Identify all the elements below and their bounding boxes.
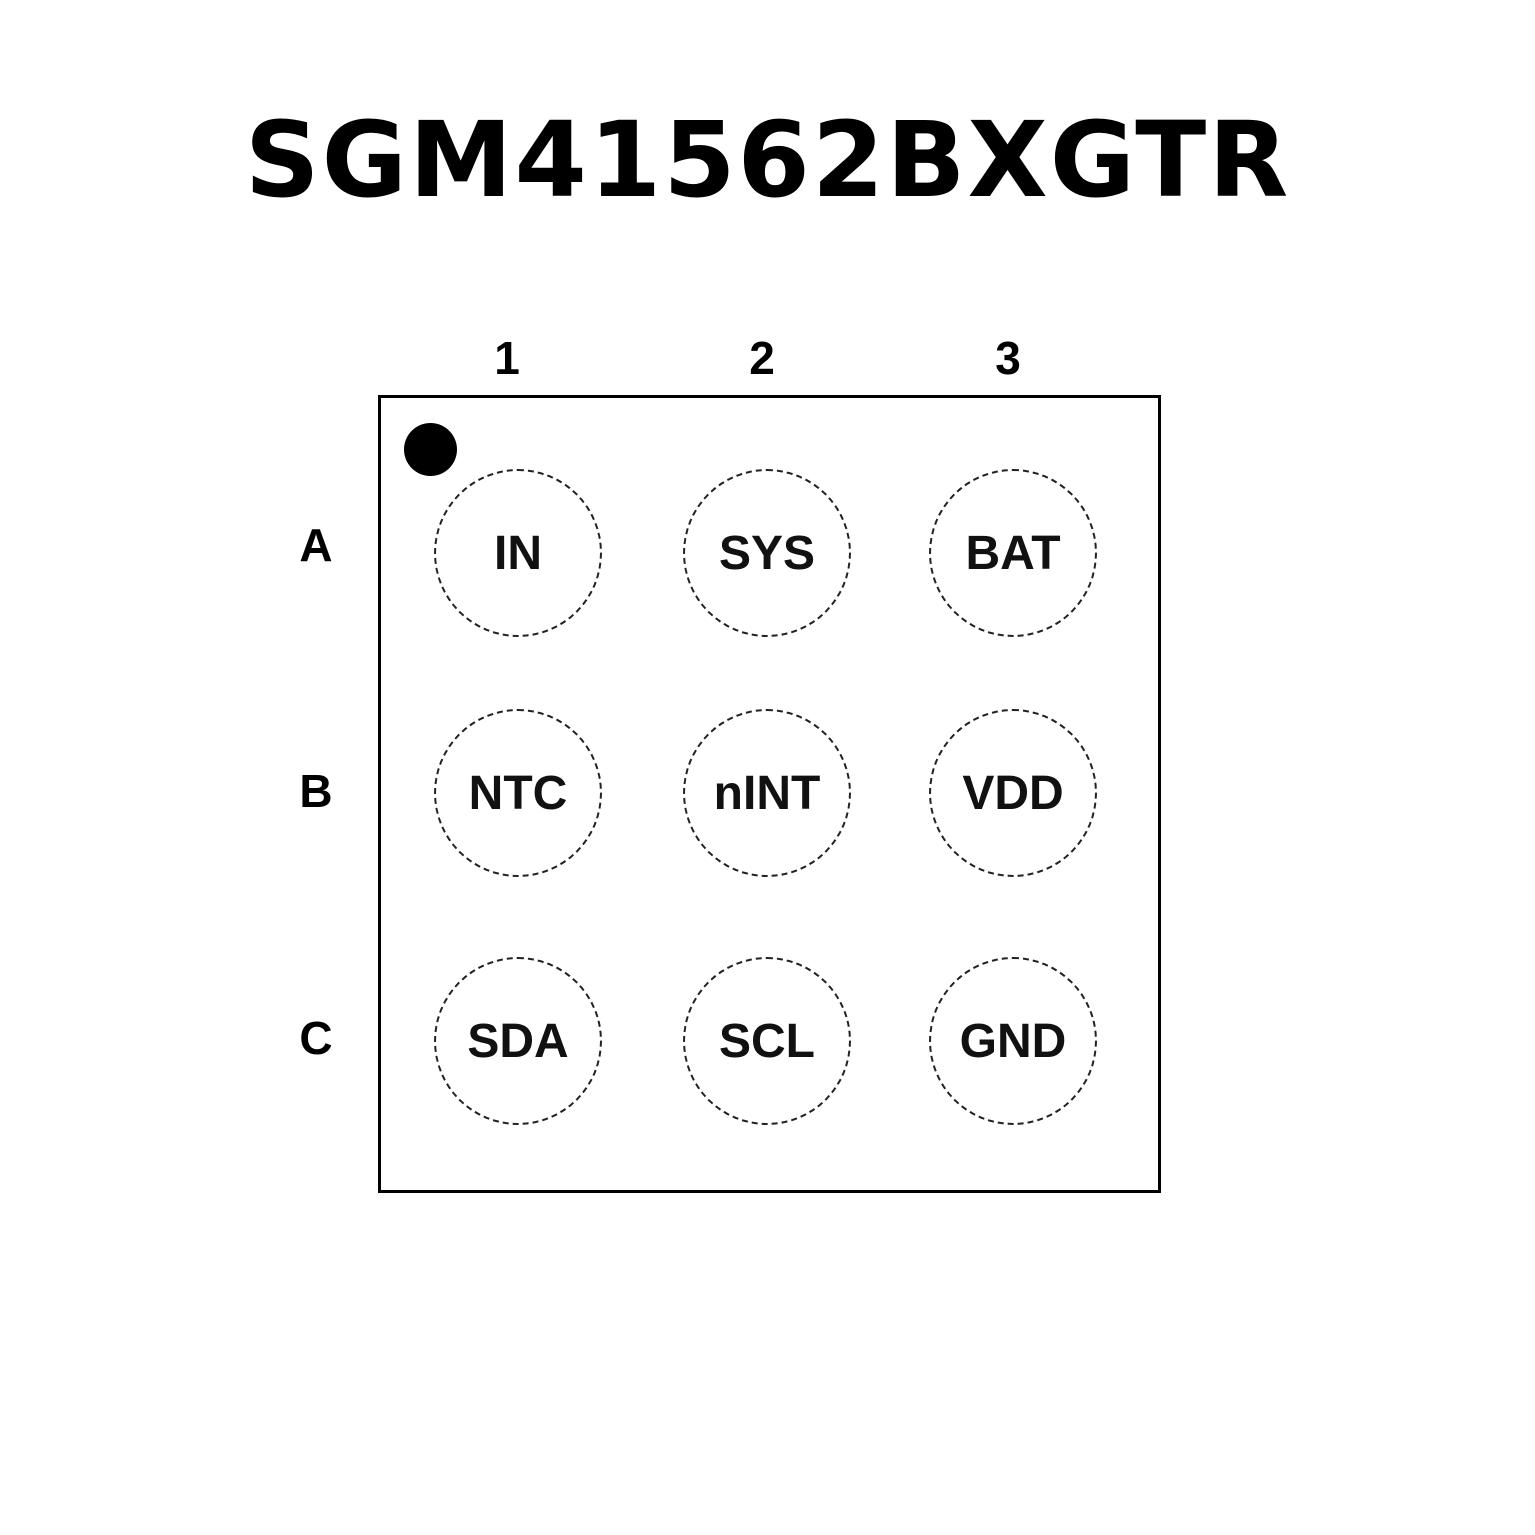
column-label-3: 3 — [995, 332, 1021, 384]
pin-label: VDD — [962, 766, 1064, 820]
column-label-1: 1 — [494, 332, 520, 384]
pin-label: SYS — [718, 526, 816, 580]
package-outline — [378, 395, 1161, 1193]
pin-c1: SDA — [434, 957, 602, 1125]
row-label-c: C — [299, 1012, 333, 1064]
pin-label: NTC — [468, 766, 568, 820]
pin-b3: VDD — [929, 709, 1097, 877]
row-label-a: A — [299, 519, 333, 571]
pin-label: SDA — [467, 1014, 569, 1068]
part-number-title: SGM41562BXGTR — [244, 99, 1291, 221]
pin-c2: SCL — [683, 957, 851, 1125]
pin1-marker-dot — [404, 423, 457, 476]
pin-label: SCL — [719, 1014, 815, 1068]
pin-label: GND — [959, 1014, 1067, 1068]
pin-a1: IN — [434, 469, 602, 637]
row-label-b: B — [299, 765, 333, 817]
pin-a2: SYS — [683, 469, 851, 637]
pin-b2: nINT — [683, 709, 851, 877]
pin-a3: BAT — [929, 469, 1097, 637]
column-label-2: 2 — [749, 332, 775, 384]
pin-label: IN — [494, 526, 542, 580]
pin-label: BAT — [965, 526, 1061, 580]
pin-b1: NTC — [434, 709, 602, 877]
pin-c3: GND — [929, 957, 1097, 1125]
pin-label: nINT — [713, 766, 821, 820]
